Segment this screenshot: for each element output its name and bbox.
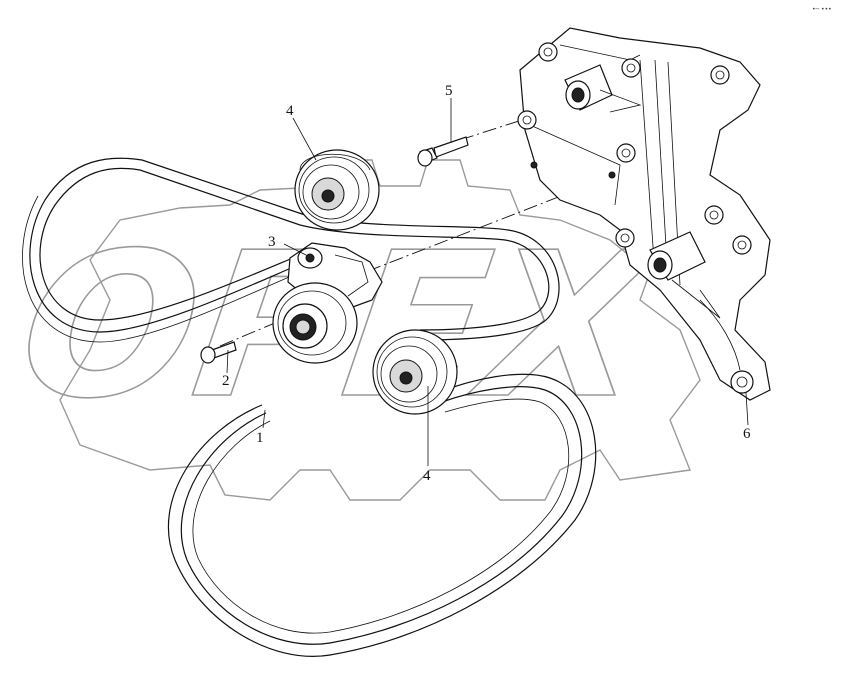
idler-pulley-lower	[372, 329, 458, 415]
callout-2: 2	[222, 373, 230, 389]
upper-belt	[22, 157, 560, 343]
mounting-bracket	[517, 27, 771, 401]
bolt-5	[417, 136, 469, 167]
tensioner	[272, 242, 383, 364]
corner-mark: •─ •••	[812, 6, 832, 13]
callout-4-lower: 4	[423, 468, 431, 484]
callout-5: 5	[445, 83, 453, 99]
lower-belt	[167, 373, 597, 657]
callout-1: 1	[256, 430, 264, 446]
idler-pulley-upper	[294, 149, 380, 231]
bolt-2	[200, 341, 237, 364]
leader-lines	[226, 98, 749, 466]
callout-3: 3	[268, 234, 276, 250]
callouts: 1 2 3 4 4 5 6	[222, 83, 751, 484]
callout-6: 6	[743, 426, 751, 442]
callout-4-upper: 4	[286, 103, 294, 119]
